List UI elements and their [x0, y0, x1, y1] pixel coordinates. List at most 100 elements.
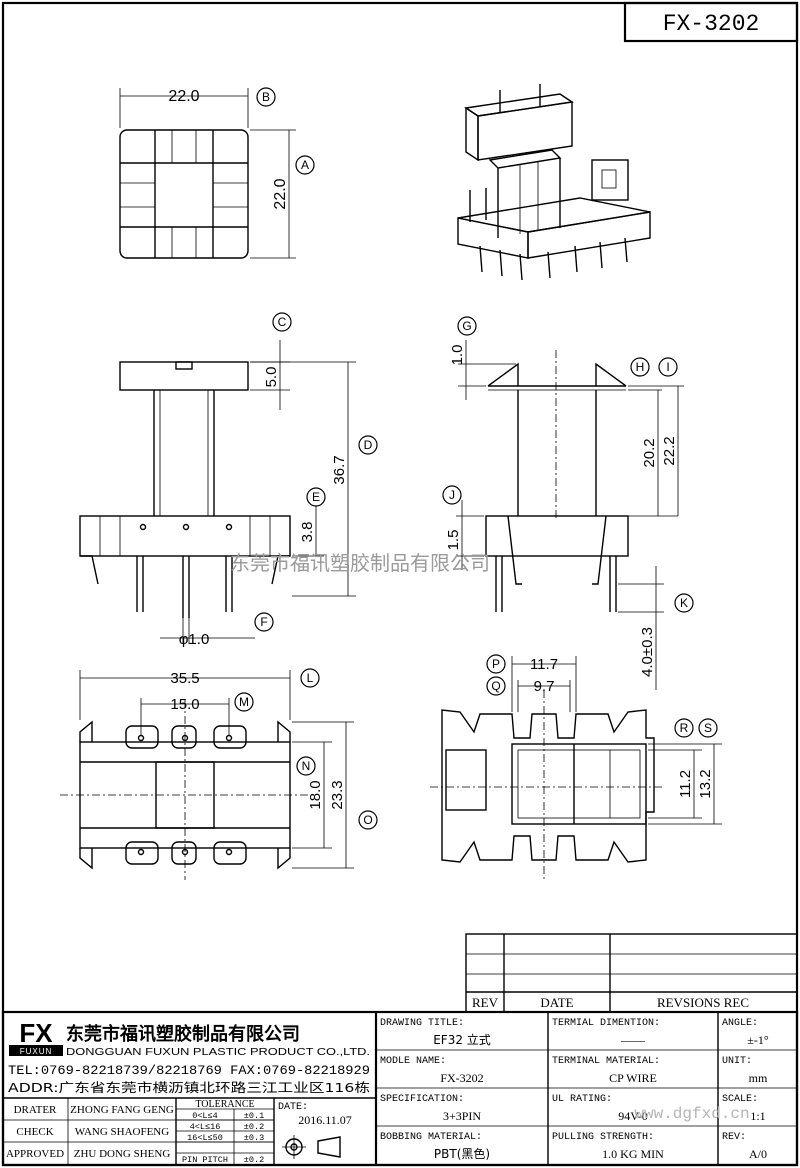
company-logo-bar [9, 1045, 63, 1056]
callout-g: G [457, 316, 477, 336]
company-addr: ADDR:广东省东莞市横沥镇北环路三江工业区116栋 [8, 1080, 370, 1095]
callout-markers: B A C D E F G H I J K L M N O P Q R S [234, 87, 718, 830]
date-header: DATE [540, 995, 573, 1010]
rev-value: A/0 [749, 1147, 767, 1161]
model-name-label: MODLE NAME: [380, 1056, 446, 1067]
tol-range-3: 16<L≤50 [187, 1133, 223, 1143]
dim-front-pin: φ1.0 [179, 631, 210, 648]
rev-label: REV: [722, 1132, 746, 1143]
callout-e: E [306, 487, 326, 507]
svg-text:A: A [301, 158, 309, 172]
drawing-title-value: EF32 立式 [433, 1032, 491, 1047]
check-label: CHECK [16, 1126, 53, 1138]
dim-sb-p: 11.7 [530, 656, 558, 673]
dim-front-base: 3.8 [299, 522, 316, 543]
terminal-dimention-value: —— [620, 1033, 646, 1047]
side-bottom-view: 11.7 9.7 11.2 13.2 [430, 656, 722, 880]
top-view: 22.0 22.0 [119, 88, 296, 259]
date-label: DATE: [278, 1102, 308, 1113]
revision-table: REV DATE REVSIONS REC [465, 933, 798, 1013]
svg-text:H: H [636, 360, 645, 374]
ul-rating-label: UL RATING: [552, 1094, 612, 1105]
callout-a: A [295, 155, 315, 175]
callout-b: B [256, 87, 276, 107]
drawing-title-label: DRAWING TITLE: [380, 1018, 464, 1029]
dim-bottom-n: 18.0 [307, 780, 324, 809]
tol-value-4: ±0.2 [244, 1155, 264, 1165]
callout-c: C [272, 312, 292, 332]
model-name-value: FX-3202 [440, 1071, 483, 1085]
terminal-dimention-label: TERMIAL DIMENTION: [552, 1018, 660, 1029]
company-block: FX FUXUN 东莞市福讯塑胶制品有限公司 DONGGUAN FUXUN PL… [8, 1018, 370, 1095]
callout-i: I [658, 357, 678, 377]
drater-label: DRATER [14, 1104, 57, 1116]
svg-text:C: C [278, 315, 287, 329]
callout-h: H [630, 357, 650, 377]
callout-q: Q [486, 676, 506, 696]
svg-text:S: S [704, 721, 712, 735]
callout-p: P [486, 654, 506, 674]
svg-text:N: N [302, 759, 311, 773]
dim-bottom-m: 15.0 [170, 696, 199, 713]
dim-side-i: 22.2 [661, 436, 678, 465]
tolerance-block: TOLERANCE 0<L≤4 ±0.1 4<L≤16 ±0.2 16<L≤50… [182, 1099, 264, 1165]
watermark-company: 东莞市福讯塑胶制品有限公司 [230, 551, 490, 575]
svg-text:F: F [260, 615, 267, 629]
company-name-cn: 东莞市福讯塑胶制品有限公司 [66, 1023, 300, 1045]
unit-label: UNIT: [722, 1056, 752, 1067]
bobbing-material-value: PBT(黑色) [434, 1147, 490, 1161]
tol-range-1: 0<L≤4 [192, 1111, 218, 1121]
angle-label: ANGLE: [722, 1018, 758, 1029]
dim-bottom-l: 35.5 [170, 670, 199, 687]
date-value: 2016.11.07 [298, 1113, 352, 1127]
svg-text:O: O [363, 813, 372, 827]
scale-label: SCALE: [722, 1094, 758, 1105]
callout-k: K [674, 593, 694, 613]
company-logo-fx: FX [19, 1018, 53, 1048]
dim-top-height: 22.0 [272, 178, 289, 209]
svg-text:L: L [307, 671, 314, 685]
dim-top-width: 22.0 [168, 88, 199, 105]
pulling-strength-value: 1.0 KG MIN [602, 1147, 664, 1161]
pulling-strength-label: PULLING STRENGTH: [552, 1132, 654, 1143]
side-view: 1.0 20.2 22.2 1.5 4.0±0.3 [445, 340, 684, 690]
approved-name: ZHU DONG SHENG [74, 1148, 171, 1160]
callout-l: L [300, 668, 320, 688]
dim-side-j: 1.5 [445, 530, 462, 551]
svg-text:Q: Q [491, 679, 500, 693]
svg-text:E: E [312, 490, 320, 504]
bobbing-material-label: BOBBING MATERIAL: [380, 1132, 482, 1143]
bottom-view: 35.5 15.0 18.0 23.3 [60, 670, 354, 880]
drater-name: ZHONG FANG GENG [70, 1104, 174, 1116]
unit-value: mm [749, 1071, 768, 1085]
callout-n: N [296, 756, 316, 776]
dim-side-k: 4.0±0.3 [639, 627, 656, 677]
company-logo-fuxun: FUXUN [20, 1047, 53, 1056]
dim-sb-s: 13.2 [697, 769, 714, 798]
title-block [1, 1010, 799, 1167]
svg-text:K: K [680, 596, 688, 610]
front-view: 5.0 36.7 3.8 φ1.0 [79, 340, 356, 648]
signoff-block: DRATER ZHONG FANG GENG CHECK WANG SHAOFE… [6, 1104, 174, 1160]
approved-label: APPROVED [6, 1148, 64, 1160]
projection-symbol-icon [282, 1135, 341, 1159]
callout-m: M [234, 692, 254, 712]
part-number-box: FX-3202 [623, 1, 799, 43]
svg-text:I: I [666, 360, 669, 374]
callout-r: R [674, 718, 694, 738]
dim-front-top: 5.0 [263, 367, 280, 388]
angle-value: ±-1° [747, 1033, 769, 1047]
spec-grid: DRAWING TITLE: EF32 立式 TERMIAL DIMENTION… [380, 1018, 769, 1161]
svg-text:B: B [262, 90, 270, 104]
specification-value: 3+3PIN [443, 1109, 481, 1123]
specification-label: SPECIFICATION: [380, 1094, 464, 1105]
dim-front-total: 36.7 [331, 455, 348, 484]
date-block: DATE: 2016.11.07 [278, 1102, 352, 1159]
callout-d: D [358, 435, 378, 455]
terminal-material-value: CP WIRE [609, 1071, 657, 1085]
dim-side-g: 1.0 [449, 345, 466, 366]
dim-sb-r: 11.2 [677, 770, 694, 798]
revisions-header: REVSIONS REC [657, 995, 749, 1010]
